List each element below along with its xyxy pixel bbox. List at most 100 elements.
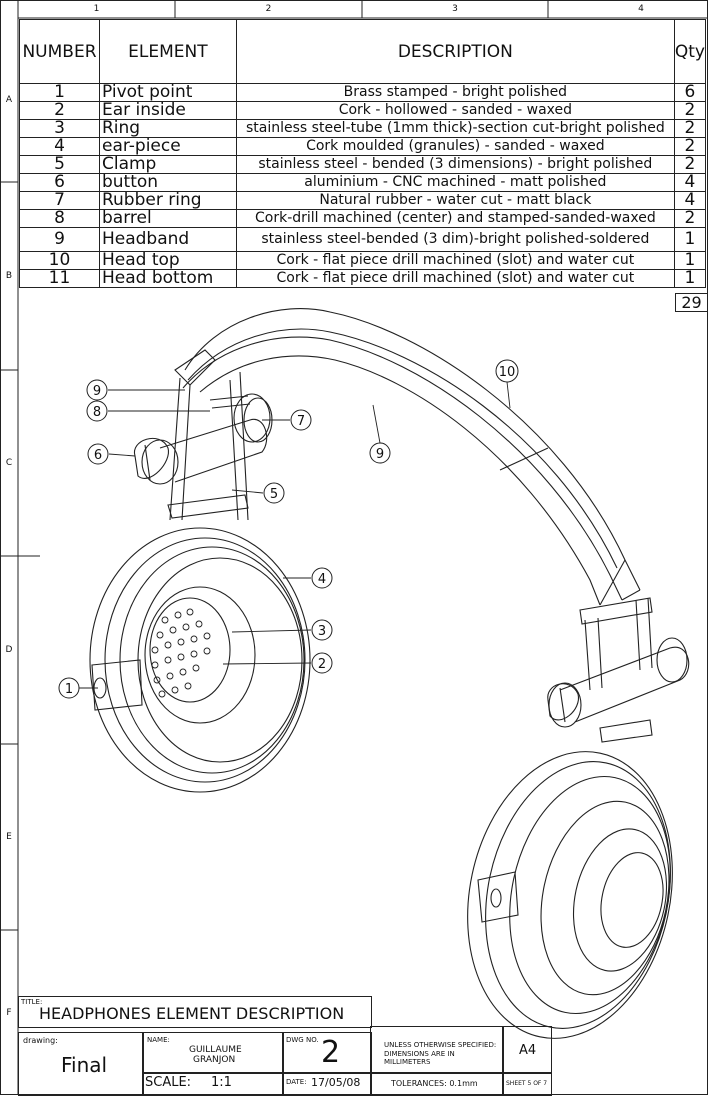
headphone-illustration <box>89 308 690 1039</box>
svg-text:9: 9 <box>376 447 384 462</box>
scale-label: SCALE: <box>145 1075 192 1090</box>
spec-line-2: DIMENSIONS ARE IN MILLIMETERS <box>384 1050 455 1066</box>
svg-text:8: 8 <box>93 405 101 420</box>
row-element: Head top <box>98 251 237 270</box>
titleblock-date-cell: DATE: 17/05/08 <box>282 1072 372 1096</box>
header-number: NUMBER <box>19 19 100 84</box>
headband-outer <box>184 308 641 591</box>
leader-lines <box>79 381 511 689</box>
tolerances: TOLERANCES: 0.1mm <box>391 1079 478 1088</box>
header-qty: Qty <box>673 19 707 84</box>
zone-label-top-2: 2 <box>265 4 272 14</box>
callout-4: 4 <box>311 567 333 589</box>
right-cup-outer <box>467 751 673 1039</box>
headband-inner <box>199 355 601 606</box>
row-number: 11 <box>19 269 100 288</box>
svg-text:3: 3 <box>318 624 326 639</box>
svg-text:5: 5 <box>270 487 278 502</box>
titleblock-spec-cell: UNLESS OTHERWISE SPECIFIED: DIMENSIONS A… <box>370 1026 504 1074</box>
author-first-name: GUILLAUME <box>189 1045 242 1055</box>
drawing-title: HEADPHONES ELEMENT DESCRIPTION <box>39 1004 345 1023</box>
row-number: 3 <box>19 119 100 138</box>
zone-label-left-a: A <box>5 95 13 105</box>
zone-label-left-c: C <box>5 458 13 468</box>
qty-total: 29 <box>675 293 708 312</box>
row-element: Rubber ring <box>98 191 237 210</box>
callout-6: 6 <box>87 443 109 465</box>
dwg-label: DWG NO. <box>286 1036 319 1044</box>
callout-5: 5 <box>263 482 285 504</box>
svg-text:1: 1 <box>65 682 73 697</box>
row-qty: 4 <box>673 173 707 192</box>
row-number: 9 <box>19 227 100 252</box>
dwg-number: 2 <box>321 1035 341 1070</box>
title-label: TITLE: <box>21 998 43 1006</box>
row-element: ear-piece <box>98 137 237 156</box>
callout-1: 1 <box>58 677 80 699</box>
titleblock-sheet-cell: SHEET 5 OF 7 <box>502 1072 552 1096</box>
row-description: Cork - flat piece drill machined (slot) … <box>235 251 675 270</box>
zone-label-top-4: 4 <box>638 4 644 14</box>
sheet-size: A4 <box>519 1043 537 1058</box>
left-barrel <box>159 418 268 483</box>
row-number: 2 <box>19 101 100 120</box>
left-speaker-ring <box>149 597 231 703</box>
callout-3: 3 <box>311 619 333 641</box>
left-button <box>134 437 169 479</box>
zone-label-left-d: D <box>5 645 13 655</box>
left-cup-inner <box>144 586 256 724</box>
drawing-status: Final <box>61 1053 108 1077</box>
titleblock-size-cell: A4 <box>502 1026 552 1074</box>
callout-2: 2 <box>311 652 333 674</box>
spec-line-1: UNLESS OTHERWISE SPECIFIED: <box>384 1041 497 1049</box>
row-qty: 1 <box>673 227 707 252</box>
svg-text:4: 4 <box>318 572 326 587</box>
titleblock-title-cell: TITLE: HEADPHONES ELEMENT DESCRIPTION <box>18 996 372 1028</box>
zone-label-top-1: 1 <box>93 4 100 14</box>
zone-label-left-e: E <box>6 832 12 842</box>
row-description: stainless steel-tube (1mm thick)-section… <box>235 119 675 138</box>
svg-text:9: 9 <box>93 384 101 399</box>
author-last-name: GRANJON <box>193 1055 236 1065</box>
svg-text:2: 2 <box>318 657 326 672</box>
date-value: 17/05/08 <box>311 1076 361 1089</box>
callout-9-upper: 9 <box>86 379 108 401</box>
row-element: Head bottom <box>98 269 237 288</box>
callout-7: 7 <box>290 409 312 431</box>
drawing-label: drawing: <box>23 1036 58 1045</box>
zone-label-top-3: 3 <box>452 4 458 14</box>
zone-label-left-f: F <box>6 1007 12 1018</box>
svg-text:6: 6 <box>94 448 102 463</box>
row-description: Natural rubber - water cut - matt black <box>235 191 675 210</box>
callout-9-lower: 9 <box>369 442 391 464</box>
scale-value: 1:1 <box>211 1075 232 1090</box>
callout-10: 10 <box>495 359 519 383</box>
row-description: Cork - hollowed - sanded - waxed <box>235 101 675 120</box>
svg-text:7: 7 <box>297 414 305 429</box>
row-description: aluminium - CNC machined - matt polished <box>235 173 675 192</box>
titleblock-drawing-cell: drawing: Final <box>18 1032 144 1096</box>
name-label: NAME: <box>147 1036 170 1044</box>
row-description: Brass stamped - bright polished <box>235 83 675 102</box>
row-qty: 1 <box>673 269 707 288</box>
titleblock-dwg-cell: DWG NO. 2 <box>282 1032 372 1074</box>
header-element: ELEMENT <box>98 19 237 84</box>
sheet-number: SHEET 5 OF 7 <box>506 1080 548 1087</box>
row-description: stainless steel - bended (3 dimensions) … <box>235 155 675 174</box>
row-description: Cork - flat piece drill machined (slot) … <box>235 269 675 288</box>
date-label: DATE: <box>286 1078 307 1086</box>
titleblock-tolerance-cell: TOLERANCES: 0.1mm <box>370 1072 504 1096</box>
zone-label-left-b: B <box>5 271 13 281</box>
svg-text:10: 10 <box>499 365 516 380</box>
row-element: Ear inside <box>98 101 237 120</box>
titleblock-name-cell: NAME: GUILLAUME GRANJON <box>142 1032 284 1074</box>
